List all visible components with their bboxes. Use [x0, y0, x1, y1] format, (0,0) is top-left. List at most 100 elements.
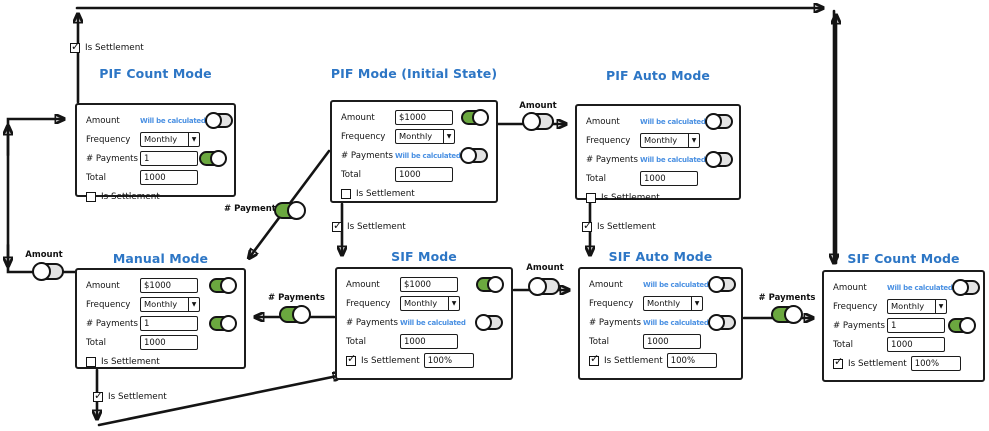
frequency-label: Frequency — [86, 134, 131, 145]
settlement-percent-input[interactable] — [423, 353, 474, 368]
toggle-knob — [210, 150, 227, 167]
toggle-knob — [528, 277, 547, 296]
payments-toggle[interactable] — [707, 314, 736, 331]
is-settlement-checkbox[interactable] — [346, 352, 356, 366]
payments-input[interactable] — [140, 151, 198, 166]
payments-toggle[interactable] — [460, 147, 488, 164]
is-settlement-checkbox[interactable] — [589, 352, 599, 366]
edge-payments-toggle-sif-to-manual[interactable] — [279, 305, 311, 324]
frequency-label: Frequency — [86, 299, 131, 310]
toggle-knob — [220, 315, 237, 332]
payments-toggle[interactable] — [475, 314, 503, 331]
amount-toggle[interactable] — [476, 276, 504, 293]
frequency-dropdown[interactable]: Monthly ▼ — [140, 132, 200, 147]
frequency-selected-value: Monthly — [891, 301, 925, 311]
edge-amount-toggle-pif-to-pifauto[interactable] — [522, 112, 554, 131]
chevron-down-icon[interactable]: ▼ — [691, 297, 702, 310]
amount-input[interactable] — [395, 110, 453, 125]
amount-label: Amount — [833, 282, 867, 293]
total-input[interactable] — [395, 167, 453, 182]
amount-toggle[interactable] — [951, 279, 980, 296]
total-input[interactable] — [140, 170, 198, 185]
edge-payments-toggle-sifauto-to-sifcount[interactable] — [771, 305, 803, 324]
payments-toggle[interactable] — [199, 150, 227, 167]
toggle-knob — [704, 113, 722, 130]
payments-row: # Payments Will be calculated — [586, 151, 733, 168]
toggle-knob — [704, 151, 722, 168]
frequency-label: Frequency — [833, 301, 878, 312]
total-row: Total — [586, 170, 731, 187]
toggle-knob — [32, 262, 51, 281]
is-settlement-checkbox[interactable] — [586, 192, 596, 203]
frequency-dropdown[interactable]: Monthly ▼ — [887, 299, 947, 314]
chevron-down-icon[interactable]: ▼ — [443, 130, 454, 143]
amount-toggle[interactable] — [707, 276, 736, 293]
toggle-knob — [707, 276, 725, 293]
settlement-row: Is Settlement — [86, 188, 226, 205]
amount-toggle[interactable] — [204, 112, 233, 129]
payments-input[interactable] — [887, 318, 945, 333]
toggle-knob — [475, 314, 492, 331]
amount-input[interactable] — [140, 278, 198, 293]
payments-toggle[interactable] — [704, 151, 733, 168]
total-row: Total — [86, 334, 236, 351]
chevron-down-icon[interactable]: ▼ — [688, 134, 699, 147]
settlement-percent-input[interactable] — [910, 356, 961, 371]
chevron-down-icon[interactable]: ▼ — [448, 297, 459, 310]
frequency-dropdown[interactable]: Monthly ▼ — [640, 133, 700, 148]
settlement-percent-input[interactable] — [666, 353, 717, 368]
amount-row: Amount — [346, 276, 504, 293]
amount-row: Amount Will be calculated — [86, 112, 233, 129]
page-title-pif-initial-mode: PIF Mode (Initial State) — [330, 66, 498, 81]
amount-label: Amount — [86, 280, 120, 291]
amount-toggle[interactable] — [461, 109, 489, 126]
chevron-down-icon[interactable]: ▼ — [188, 133, 199, 146]
total-label: Total — [86, 337, 107, 348]
chevron-down-icon[interactable]: ▼ — [935, 300, 946, 313]
amount-toggle[interactable] — [704, 113, 733, 130]
settlement-label: Is Settlement — [601, 192, 660, 203]
frequency-dropdown[interactable]: Monthly ▼ — [140, 297, 200, 312]
frequency-selected-value: Monthly — [644, 135, 678, 145]
total-input[interactable] — [887, 337, 945, 352]
page-title-sif-auto-mode: SIF Auto Mode — [608, 249, 713, 264]
amount-input[interactable] — [400, 277, 458, 292]
edge-label-amount-left-loop: Amount — [25, 250, 63, 260]
toggle-knob — [472, 109, 489, 126]
toggle-knob — [951, 279, 969, 296]
checked-checkbox-icon — [582, 219, 592, 232]
total-input[interactable] — [643, 334, 701, 349]
is-settlement-checkbox[interactable] — [86, 191, 96, 202]
amount-label: Amount — [589, 279, 623, 290]
page-title-pif-count-mode: PIF Count Mode — [99, 66, 212, 81]
is-settlement-checkbox[interactable] — [341, 188, 351, 199]
edge-payments-toggle-pif-to-manual[interactable] — [274, 201, 306, 220]
is-settlement-checkbox[interactable] — [86, 356, 96, 367]
frequency-dropdown[interactable]: Monthly ▼ — [395, 129, 455, 144]
total-input[interactable] — [400, 334, 458, 349]
frequency-dropdown[interactable]: Monthly ▼ — [400, 296, 460, 311]
edge-amount-toggle-left-loop[interactable] — [32, 262, 64, 281]
frequency-dropdown[interactable]: Monthly ▼ — [643, 296, 703, 311]
payments-input[interactable] — [140, 316, 198, 331]
settlement-row: Is Settlement — [586, 189, 731, 206]
payments-label: # Payments — [833, 320, 886, 331]
total-input[interactable] — [140, 335, 198, 350]
payments-calculated-text: Will be calculated — [400, 318, 466, 327]
frequency-selected-value: Monthly — [144, 299, 178, 309]
amount-toggle[interactable] — [209, 277, 237, 294]
amount-calculated-text: Will be calculated — [887, 283, 953, 292]
payments-label: # Payments — [86, 318, 139, 329]
payments-toggle[interactable] — [948, 317, 976, 334]
total-input[interactable] — [640, 171, 698, 186]
edge-label-payments-sif-to-manual: # Payments — [268, 293, 325, 303]
edge-label-is-settlement-manual-down: Is Settlement — [93, 389, 167, 403]
edge-amount-toggle-sif-to-sifauto[interactable] — [528, 277, 560, 296]
chevron-down-icon[interactable]: ▼ — [188, 298, 199, 311]
page-title-pif-auto-mode: PIF Auto Mode — [606, 68, 710, 83]
is-settlement-checkbox[interactable] — [833, 355, 843, 369]
payments-toggle[interactable] — [209, 315, 237, 332]
amount-row: Amount Will be calculated — [833, 279, 980, 296]
settlement-label: Is Settlement — [604, 355, 663, 366]
payments-row: # Payments Will be calculated — [589, 314, 736, 331]
